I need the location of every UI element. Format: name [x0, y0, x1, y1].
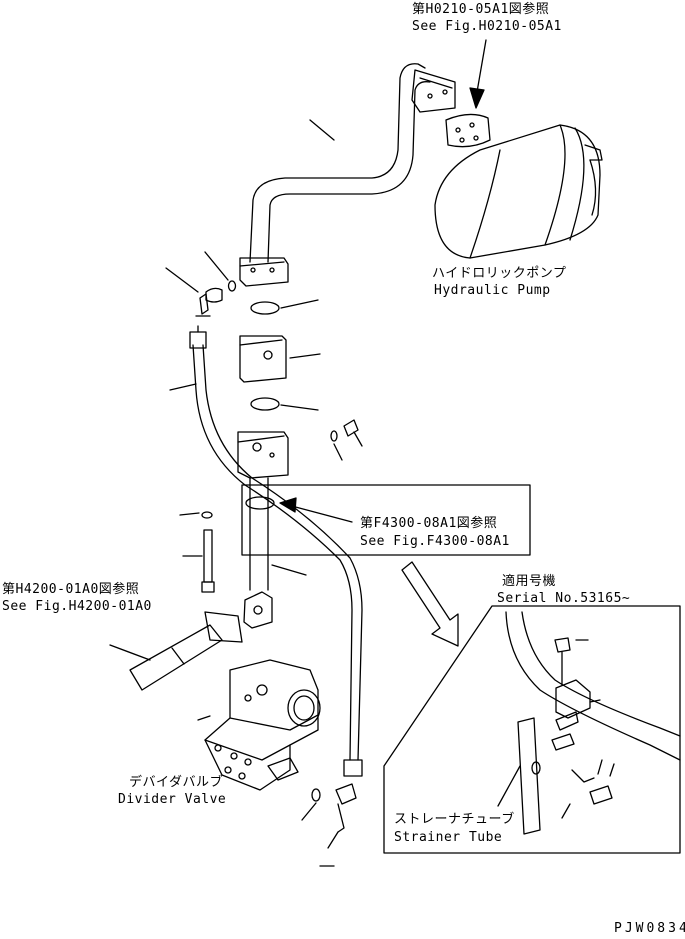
upper-pipe — [249, 63, 456, 263]
divider-valve — [197, 659, 321, 791]
detail-arrow — [401, 561, 459, 647]
valve-label-jp: デバイダバルブ — [129, 775, 223, 790]
long-hose — [169, 325, 363, 777]
pump-label-en: Hydraulic Pump — [434, 283, 551, 298]
left-elbow-fitting — [165, 251, 237, 317]
clamp-ref-en: See Fig.F4300-08A1 — [360, 534, 510, 549]
middle-block — [239, 335, 321, 383]
pump-label-jp: ハイドロリックポンプ — [432, 266, 567, 281]
clamp-ref-arrow — [241, 484, 531, 556]
drawing-code: PJW0834 — [614, 921, 685, 936]
hydraulic-pump — [434, 113, 603, 259]
bottom-fittings — [301, 783, 357, 867]
tube-ref-en: See Fig.H4200-01A0 — [2, 599, 152, 614]
lower-o-ring — [250, 397, 319, 411]
applicable-label-jp: 適用号機 — [502, 574, 557, 589]
washer-and-bolt — [179, 511, 215, 593]
pump-ref-en: See Fig.H0210-05A1 — [412, 19, 562, 34]
lower-pipe — [243, 477, 307, 629]
clamp-ref-jp: 第F4300-08A1図参照 — [360, 516, 498, 531]
strainer-label-jp: ストレーナチューブ — [394, 812, 515, 827]
valve-label-en: Divider Valve — [118, 792, 227, 807]
upper-o-ring — [250, 299, 319, 315]
right-small-fitting — [330, 419, 363, 461]
strainer-tube-lower — [109, 611, 243, 691]
serial-label: Serial No.53165~ — [497, 591, 631, 606]
detail-frame — [383, 605, 681, 854]
pump-ref-arrow — [469, 39, 487, 109]
strainer-label-en: Strainer Tube — [394, 830, 503, 845]
pump-ref-jp: 第H0210-05A1図参照 — [412, 2, 550, 17]
lower-block — [237, 431, 289, 479]
pipe-clamp — [245, 496, 275, 510]
upper-flange-block — [239, 257, 289, 287]
tube-ref-jp: 第H4200-01A0図参照 — [2, 582, 140, 597]
